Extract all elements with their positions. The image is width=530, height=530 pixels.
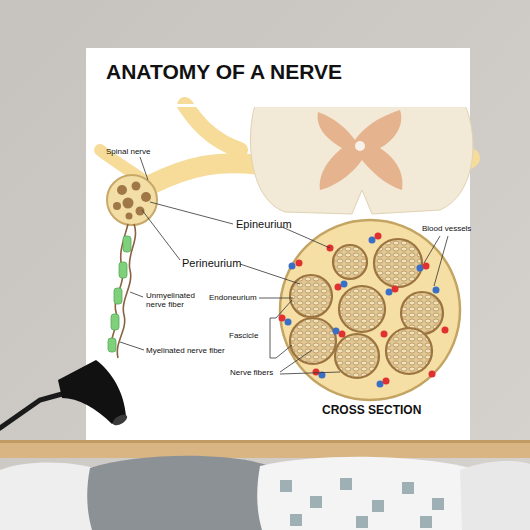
nerve-section-small [107, 175, 157, 225]
poster-title: ANATOMY OF A NERVE [106, 60, 342, 84]
part-label: Unmyelinated nerve fiber [146, 291, 208, 309]
cross-section [280, 220, 460, 400]
headboard [0, 440, 530, 443]
central-canal [355, 141, 365, 151]
part-label: Myelinated nerve fiber [146, 346, 225, 355]
part-label: Epineurium [236, 218, 292, 231]
pillow [0, 462, 100, 530]
part-label: Nerve fibers [230, 368, 273, 377]
poster-sheet [86, 104, 470, 107]
part-label: Fascicle [229, 331, 258, 340]
spinal-cord [250, 105, 473, 214]
pillow [460, 461, 530, 530]
part-label: Blood vessels [422, 224, 471, 233]
pillow [257, 457, 474, 530]
section-caption: CROSS SECTION [322, 404, 421, 418]
pillow [87, 456, 272, 530]
leader-line [120, 157, 448, 374]
blood-vessel-dot [279, 233, 449, 388]
grey-matter [318, 110, 403, 190]
part-label: Endoneurium [209, 293, 257, 302]
part-label: Perineurium [182, 257, 241, 270]
headboard [0, 440, 530, 458]
desk-lamp [0, 360, 129, 428]
pillow-pattern [280, 478, 444, 528]
part-label: Spinal nerve [106, 147, 150, 156]
nerve-fiber [111, 224, 135, 358]
myelin-sheath [108, 236, 131, 352]
